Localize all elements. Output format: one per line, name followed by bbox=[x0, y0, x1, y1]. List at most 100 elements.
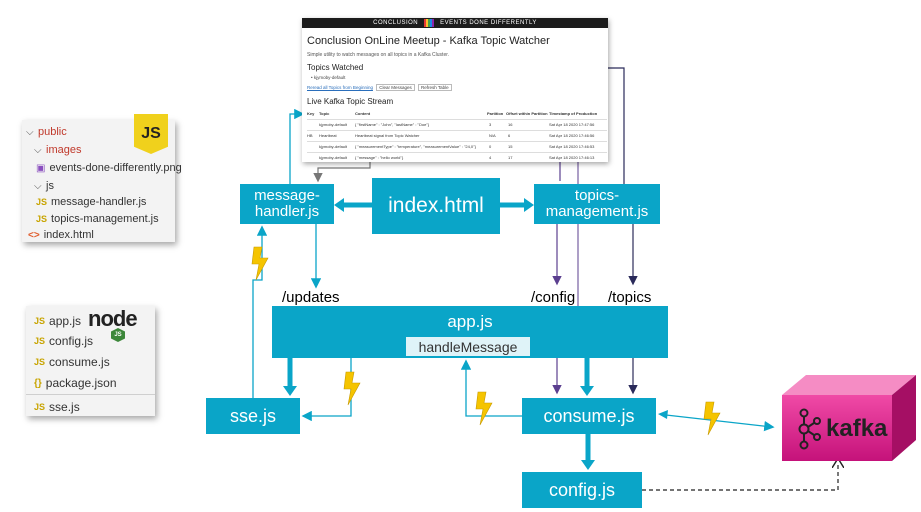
stream-heading: Live Kafka Topic Stream bbox=[307, 97, 394, 106]
js-file-icon: JS bbox=[34, 402, 46, 412]
banner-right: EVENTS DONE DIFFERENTLY bbox=[440, 20, 537, 26]
js-file-icon: JS bbox=[34, 357, 46, 367]
col-content: Content bbox=[355, 111, 371, 116]
index-to-message-handler-arrow bbox=[334, 198, 372, 212]
index-to-topics-management-arrow bbox=[500, 198, 534, 212]
cell: 6 bbox=[508, 133, 511, 138]
js-file-icon: JS bbox=[36, 214, 48, 224]
kafka-label: kafka bbox=[826, 415, 888, 442]
col-partition: Partition bbox=[487, 111, 504, 116]
table-row: kjymoby-default { "measurementType" : "t… bbox=[307, 142, 607, 153]
consume-to-handlemessage-arrow bbox=[460, 359, 522, 417]
tree-item-label: images bbox=[46, 144, 82, 156]
cell: N/A bbox=[489, 133, 496, 138]
cell: Heartbeat bbox=[319, 133, 337, 138]
tree-item-label: app.js bbox=[49, 314, 82, 328]
js-logo-icon: JS bbox=[134, 114, 168, 154]
cell: 3 bbox=[489, 122, 492, 127]
app-to-sse-arrow bbox=[283, 357, 297, 396]
tree-item-js-folder[interactable]: ⌵ js bbox=[34, 180, 54, 192]
col-key: Key bbox=[307, 111, 315, 116]
cell: kjymoby-default bbox=[319, 122, 348, 127]
tree-item-label: topics-management.js bbox=[51, 213, 159, 225]
cell: { "measurementType" : "temperature", "me… bbox=[355, 144, 476, 149]
js-file-icon: JS bbox=[34, 336, 46, 346]
cell: 4 bbox=[489, 155, 492, 160]
tree-item-label: public bbox=[38, 126, 67, 138]
cell: 16 bbox=[508, 122, 513, 127]
consume-to-config-arrow bbox=[581, 434, 595, 470]
cell: { "message" : "hello world"} bbox=[355, 155, 404, 160]
webpage-screenshot: CONCLUSION EVENTS DONE DIFFERENTLY Concl… bbox=[302, 18, 608, 162]
sse-to-message-handler-arrow bbox=[252, 225, 268, 398]
tree-item-label: sse.js bbox=[49, 400, 80, 414]
cell: kjymoby-default bbox=[319, 155, 348, 160]
nodejs-badge: JS bbox=[111, 328, 125, 342]
tree-item-label: package.json bbox=[45, 376, 117, 390]
cell: Sat Apr 18 2020 17:46:53 bbox=[549, 144, 595, 149]
sse-js-node[interactable]: sse.js bbox=[206, 398, 300, 434]
consume-js-node[interactable]: consume.js bbox=[522, 398, 656, 434]
topics-management-node[interactable]: topics- management.js bbox=[534, 184, 660, 224]
config-js-node[interactable]: config.js bbox=[522, 472, 642, 508]
col-topic: Topic bbox=[319, 111, 330, 116]
tree-item-label: js bbox=[46, 180, 54, 192]
reread-link[interactable]: Reread all Topics from Beginning bbox=[307, 85, 373, 90]
js-file-icon: JS bbox=[36, 197, 48, 207]
cell: kjymoby-default bbox=[319, 144, 348, 149]
col-offset: Offset within Partition bbox=[506, 111, 548, 116]
cell: { "firstName" : "John", "lastName" : "Do… bbox=[355, 122, 430, 127]
app-to-consume-arrow bbox=[580, 357, 594, 396]
divider bbox=[26, 394, 155, 395]
nodejs-logo-icon: node JS bbox=[88, 306, 154, 342]
index-html-node[interactable]: index.html bbox=[372, 178, 500, 234]
message-handler-node[interactable]: message- handler.js bbox=[240, 184, 334, 224]
tree-item-message-handler[interactable]: JS message-handler.js bbox=[36, 196, 146, 208]
webpage-banner: CONCLUSION EVENTS DONE DIFFERENTLY bbox=[302, 18, 608, 28]
webpage-links: Reread all Topics from Beginning Clear M… bbox=[307, 84, 452, 91]
config-to-kafka-dashed-arrow bbox=[642, 462, 838, 491]
js-file-icon: JS bbox=[34, 316, 46, 326]
tree-item-sse-js[interactable]: JS sse.js bbox=[34, 400, 80, 414]
handlemessage-node[interactable]: handleMessage bbox=[406, 337, 530, 356]
stream-table: Key Topic Content Partition Offset withi… bbox=[307, 109, 607, 162]
tree-item-label: message-handler.js bbox=[51, 196, 147, 208]
topic-item: • kjymoby-default bbox=[311, 75, 346, 80]
tree-item-package-json[interactable]: {} package.json bbox=[34, 376, 117, 390]
stripes-logo-icon bbox=[424, 19, 435, 27]
tree-item-app-js[interactable]: JS app.js bbox=[34, 314, 81, 328]
topics-heading: Topics Watched bbox=[307, 63, 364, 72]
topics-route-label: /topics bbox=[608, 289, 652, 306]
lightning-bolt-icon bbox=[251, 246, 269, 281]
tree-item-label: consume.js bbox=[49, 355, 110, 369]
cell: Sat Apr 18 2020 17:47:56 bbox=[549, 122, 595, 127]
tree-item-png[interactable]: ▣ events-done-differently.png bbox=[36, 162, 182, 174]
html-file-icon: <> bbox=[28, 229, 40, 241]
tree-item-topics-management[interactable]: JS topics-management.js bbox=[36, 213, 159, 225]
nodejs-logo-text: node bbox=[88, 306, 138, 331]
table-row: kjymoby-default { "message" : "hello wor… bbox=[307, 153, 607, 162]
refresh-table-button[interactable]: Refresh Table bbox=[418, 84, 452, 91]
consume-kafka-arrow bbox=[658, 410, 775, 432]
webpage-subtitle: Simple utility to watch messages on all … bbox=[307, 52, 450, 58]
table-header-row: Key Topic Content Partition Offset withi… bbox=[307, 109, 607, 120]
tree-item-index-html[interactable]: <> index.html bbox=[28, 229, 94, 241]
updates-route-label: /updates bbox=[282, 289, 340, 306]
tree-item-consume-js[interactable]: JS consume.js bbox=[34, 355, 110, 369]
explorer-node-panel: node JS JS app.js JS config.js JS consum… bbox=[26, 306, 155, 416]
table-row: kjymoby-default { "firstName" : "John", … bbox=[307, 120, 607, 131]
tree-item-label: events-done-differently.png bbox=[49, 162, 182, 174]
image-file-icon: ▣ bbox=[36, 162, 46, 174]
tree-item-config-js[interactable]: JS config.js bbox=[34, 334, 93, 348]
chevron-down-icon: ⌵ bbox=[34, 144, 42, 156]
tree-item-images[interactable]: ⌵ images bbox=[34, 144, 81, 156]
tree-item-public[interactable]: ⌵ public bbox=[26, 126, 67, 138]
chevron-down-icon: ⌵ bbox=[34, 180, 42, 192]
cell: Sat Apr 18 2020 17:46:13 bbox=[549, 155, 595, 160]
clear-messages-button[interactable]: Clear Messages bbox=[376, 84, 415, 91]
table-row: HB Heartbeat Heartbeat signal from Topic… bbox=[307, 131, 607, 142]
cell: 15 bbox=[508, 144, 513, 149]
chevron-down-icon: ⌵ bbox=[26, 126, 34, 138]
lightning-bolt-icon bbox=[475, 391, 493, 426]
cell: Heartbeat signal from Topic Watcher bbox=[355, 133, 420, 138]
